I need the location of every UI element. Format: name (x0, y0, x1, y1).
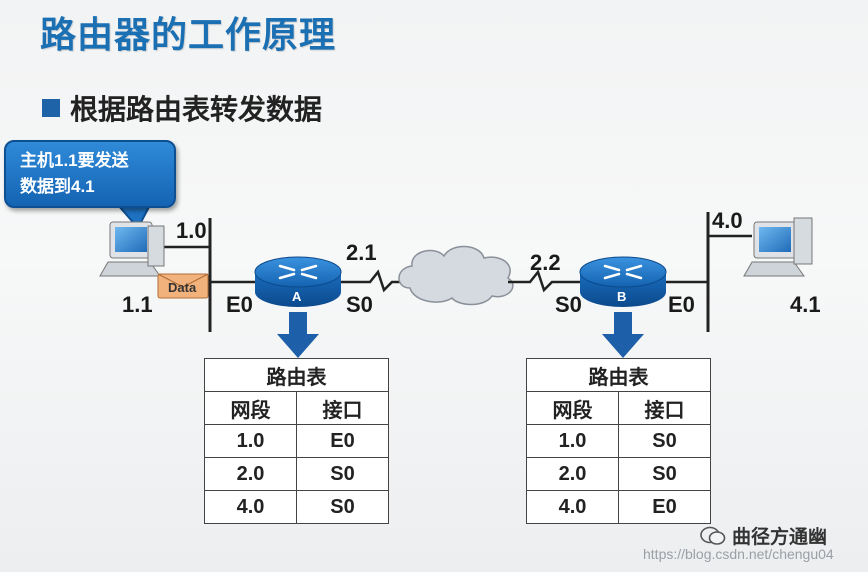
callout-bubble: 主机1.1要发送 数据到4.1 (4, 140, 176, 208)
table-row: 1.0 E0 (204, 424, 389, 458)
watermark-url: https://blog.csdn.net/chengu04 (643, 546, 834, 562)
slide-title: 路由器的工作原理 (40, 14, 337, 55)
column-header-segment: 网段 (526, 391, 619, 425)
table-row: 2.0 S0 (526, 457, 711, 491)
segment-cell: 1.0 (204, 424, 297, 458)
router-a-s0-address: 2.1 (346, 240, 377, 265)
interface-cell: S0 (296, 457, 389, 491)
host-computer-right-icon (743, 217, 813, 277)
host-computer-icon (99, 221, 165, 277)
router-a-icon (254, 256, 342, 307)
router-b-e0-label: E0 (668, 292, 695, 317)
interface-cell: E0 (296, 424, 389, 458)
interface-cell: S0 (618, 424, 711, 458)
serial-link-b (508, 269, 580, 293)
routing-table-a: 路由表 网段 接口 1.0 E0 2.0 S0 4.0 S0 (204, 358, 389, 524)
data-packet-icon (157, 273, 209, 299)
bullet-point: 根据路由表转发数据 (42, 88, 322, 128)
column-header-interface: 接口 (296, 391, 389, 425)
segment-cell: 4.0 (526, 490, 619, 524)
table-row: 4.0 S0 (204, 490, 389, 524)
wan-cloud-icon (398, 245, 514, 306)
routing-table-title: 路由表 (204, 358, 389, 392)
router-b-label: B (617, 289, 626, 304)
serial-link-a (341, 269, 408, 293)
interface-cell: S0 (618, 457, 711, 491)
segment-cell: 2.0 (526, 457, 619, 491)
left-host-address: 1.1 (122, 292, 153, 317)
author-logo: 曲径方通幽 (700, 522, 827, 549)
router-b-s0-address: 2.2 (530, 250, 561, 275)
wechat-icon (700, 526, 726, 545)
segment-cell: 2.0 (204, 457, 297, 491)
data-packet-label: Data (168, 280, 197, 295)
table-row: 4.0 E0 (526, 490, 711, 524)
router-a-e0-label: E0 (226, 292, 253, 317)
left-segment-label: 1.0 (176, 218, 207, 243)
router-a-s0-label: S0 (346, 292, 373, 317)
interface-cell: E0 (618, 490, 711, 524)
right-host-address: 4.1 (790, 292, 821, 317)
arrow-down-icon (602, 312, 644, 358)
arrow-down-icon (277, 312, 319, 358)
logo-text: 曲径方通幽 (732, 527, 828, 548)
column-header-segment: 网段 (204, 391, 297, 425)
callout-line-1: 主机1.1要发送 (20, 151, 129, 170)
column-header-interface: 接口 (618, 391, 711, 425)
routing-table-b: 路由表 网段 接口 1.0 S0 2.0 S0 4.0 E0 (526, 358, 711, 524)
table-row: 1.0 S0 (526, 424, 711, 458)
bullet-square-icon (42, 99, 60, 117)
bullet-text: 根据路由表转发数据 (70, 94, 323, 125)
interface-cell: S0 (296, 490, 389, 524)
router-b-s0-label: S0 (555, 292, 582, 317)
table-row: 2.0 S0 (204, 457, 389, 491)
segment-cell: 1.0 (526, 424, 619, 458)
routing-table-title: 路由表 (526, 358, 711, 392)
right-segment-label: 4.0 (712, 208, 743, 233)
callout-line-2: 数据到4.1 (20, 177, 95, 196)
router-a-label: A (292, 289, 302, 304)
segment-cell: 4.0 (204, 490, 297, 524)
router-b-icon (579, 256, 667, 307)
